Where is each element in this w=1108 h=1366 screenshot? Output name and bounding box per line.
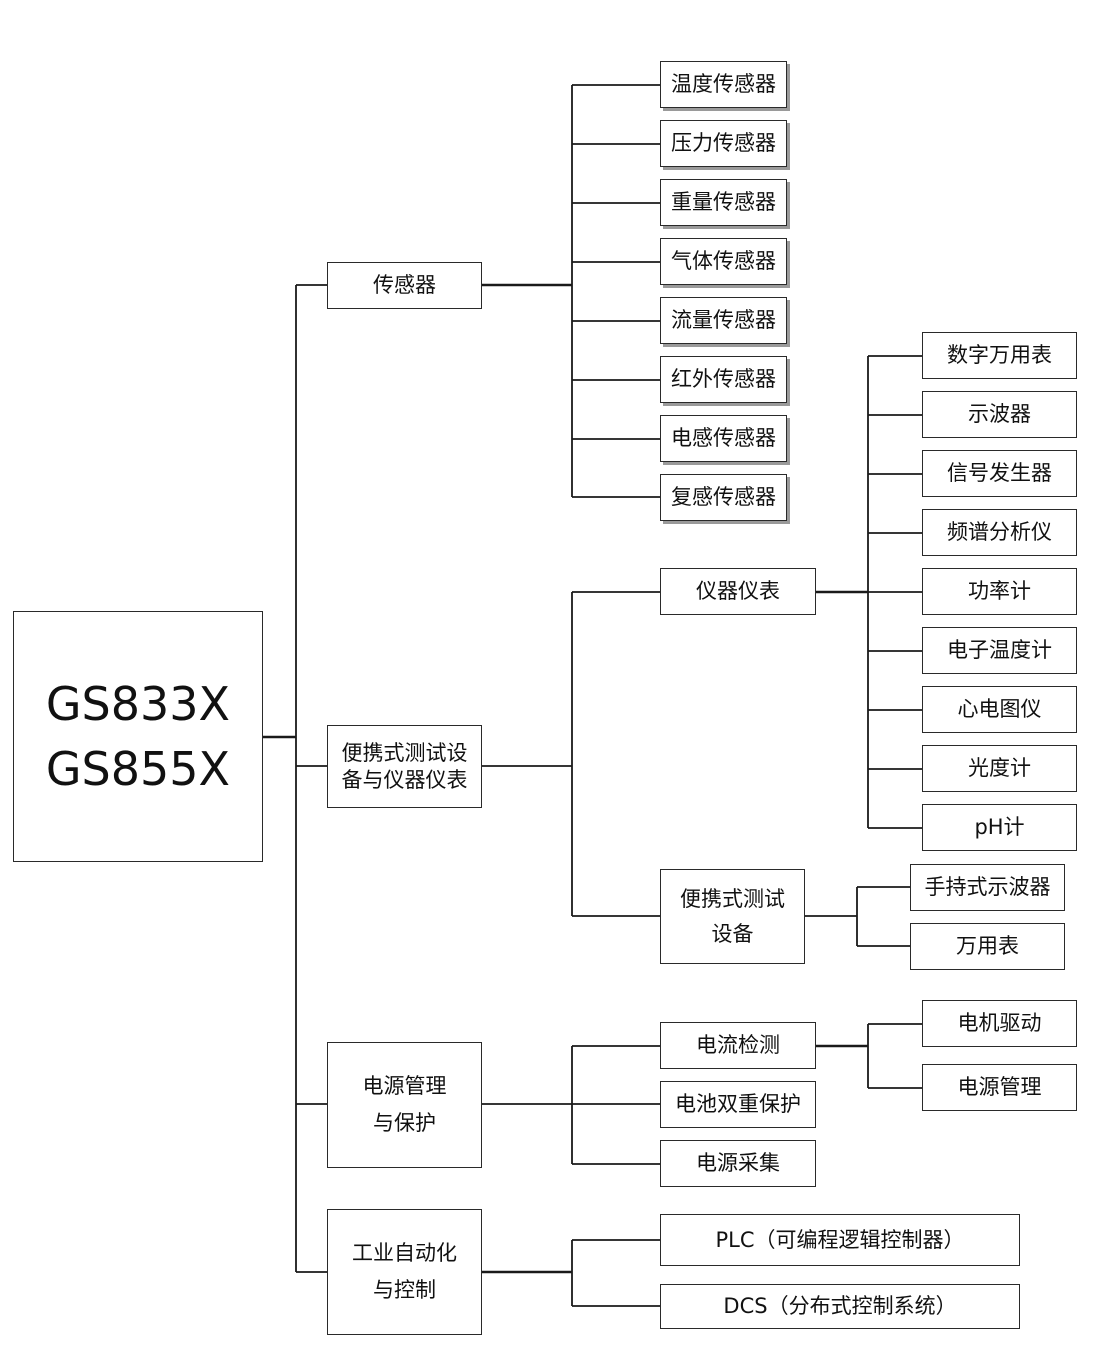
instrument-item: 频谱分析仪 — [922, 509, 1077, 556]
category-sensors: 传感器 — [327, 262, 482, 309]
subcategory-test-devices-line2: 设备 — [711, 921, 754, 946]
root-label-line2: GS855X — [45, 741, 231, 796]
subcategory-battery-protection-label: 电池双重保护 — [675, 1092, 801, 1117]
test-device-item-label: 手持式示波器 — [924, 875, 1051, 900]
instrument-item: 数字万用表 — [922, 332, 1077, 379]
category-portable-line1: 便携式测试设 — [341, 740, 468, 765]
sensor-item-label: 温度传感器 — [671, 72, 776, 97]
subcategory-test-devices: 便携式测试 设备 — [660, 869, 805, 964]
category-power-line1: 电源管理 — [362, 1074, 447, 1099]
sensor-item: 压力传感器 — [660, 120, 787, 167]
industrial-item: PLC（可编程逻辑控制器） — [660, 1214, 1020, 1266]
industrial-item-label: PLC（可编程逻辑控制器） — [715, 1227, 965, 1252]
subcategory-instruments: 仪器仪表 — [660, 568, 816, 615]
category-industrial-line1: 工业自动化 — [352, 1241, 457, 1266]
instrument-item-label: 电子温度计 — [947, 638, 1052, 663]
instrument-item: 心电图仪 — [922, 686, 1077, 733]
sensor-item-label: 电感传感器 — [671, 426, 776, 451]
instrument-item-label: 光度计 — [968, 756, 1031, 781]
instrument-item-label: 信号发生器 — [947, 461, 1052, 486]
industrial-item: DCS（分布式控制系统） — [660, 1284, 1020, 1329]
subcategory-battery-protection: 电池双重保护 — [660, 1081, 816, 1128]
category-portable-line2: 备与仪器仪表 — [341, 767, 468, 792]
subcategory-instruments-label: 仪器仪表 — [696, 579, 780, 604]
sensor-item: 气体传感器 — [660, 238, 787, 285]
sensor-item-label: 复感传感器 — [671, 485, 776, 510]
sensor-item: 电感传感器 — [660, 415, 787, 462]
instrument-item: 光度计 — [922, 745, 1077, 792]
current-item: 电机驱动 — [922, 1000, 1077, 1047]
root-label-line1: GS833X — [45, 677, 231, 732]
instrument-item-label: pH计 — [974, 815, 1025, 840]
subcategory-power-acquisition-label: 电源采集 — [696, 1151, 780, 1176]
sensor-item: 重量传感器 — [660, 179, 787, 226]
instrument-item-label: 心电图仪 — [957, 697, 1042, 722]
current-item-label: 电源管理 — [957, 1075, 1042, 1100]
category-portable: 便携式测试设 备与仪器仪表 — [327, 725, 482, 808]
instrument-item-label: 功率计 — [968, 579, 1031, 604]
instrument-item-label: 示波器 — [968, 402, 1031, 427]
instrument-item: 信号发生器 — [922, 450, 1077, 497]
subcategory-current-detection-label: 电流检测 — [696, 1033, 780, 1058]
sensor-item-label: 重量传感器 — [671, 190, 776, 215]
category-power-line2: 与保护 — [373, 1111, 436, 1135]
instrument-item: pH计 — [922, 804, 1077, 851]
category-sensors-label: 传感器 — [373, 273, 436, 298]
sensor-item-label: 红外传感器 — [671, 367, 776, 392]
sensor-item: 流量传感器 — [660, 297, 787, 344]
subcategory-current-detection: 电流检测 — [660, 1022, 816, 1069]
category-industrial-line2: 与控制 — [373, 1278, 436, 1302]
root-node: GS833X GS855X — [13, 611, 263, 862]
subcategory-test-devices-line1: 便携式测试 — [680, 886, 785, 911]
test-device-item: 万用表 — [910, 923, 1065, 970]
category-power: 电源管理 与保护 — [327, 1042, 482, 1168]
sensor-item: 复感传感器 — [660, 474, 787, 521]
current-item-label: 电机驱动 — [957, 1011, 1042, 1036]
instrument-item-label: 数字万用表 — [947, 343, 1052, 368]
test-device-item: 手持式示波器 — [910, 864, 1065, 911]
current-item: 电源管理 — [922, 1064, 1077, 1111]
sensor-item: 红外传感器 — [660, 356, 787, 403]
industrial-item-label: DCS（分布式控制系统） — [723, 1294, 957, 1319]
category-industrial: 工业自动化 与控制 — [327, 1209, 482, 1335]
sensor-item-label: 压力传感器 — [671, 131, 776, 156]
subcategory-power-acquisition: 电源采集 — [660, 1140, 816, 1187]
sensor-item: 温度传感器 — [660, 61, 787, 108]
instrument-item: 功率计 — [922, 568, 1077, 615]
instrument-item: 示波器 — [922, 391, 1077, 438]
instrument-item-label: 频谱分析仪 — [947, 520, 1052, 545]
test-device-item-label: 万用表 — [956, 934, 1019, 959]
instrument-item: 电子温度计 — [922, 627, 1077, 674]
sensor-item-label: 流量传感器 — [671, 308, 776, 333]
sensor-item-label: 气体传感器 — [671, 249, 776, 274]
